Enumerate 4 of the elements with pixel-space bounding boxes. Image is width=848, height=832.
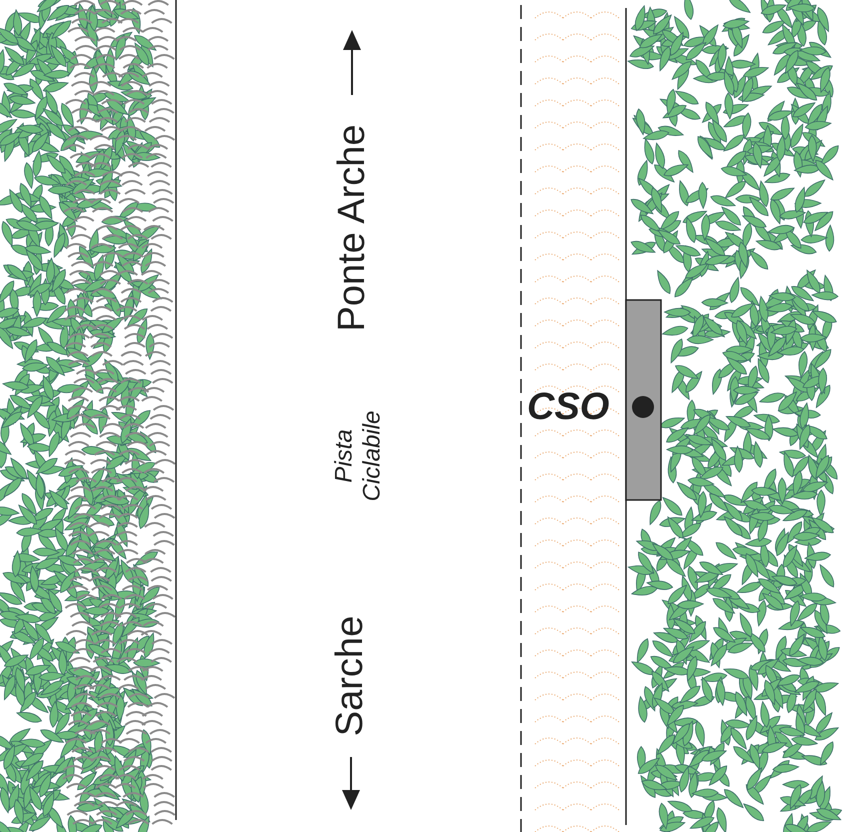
outfall-label: CSO [527, 388, 610, 426]
place-name: Sarche [331, 616, 369, 736]
path-label: Pista Ciclabile [330, 410, 386, 504]
place-name: Ponte Arche [333, 124, 371, 332]
